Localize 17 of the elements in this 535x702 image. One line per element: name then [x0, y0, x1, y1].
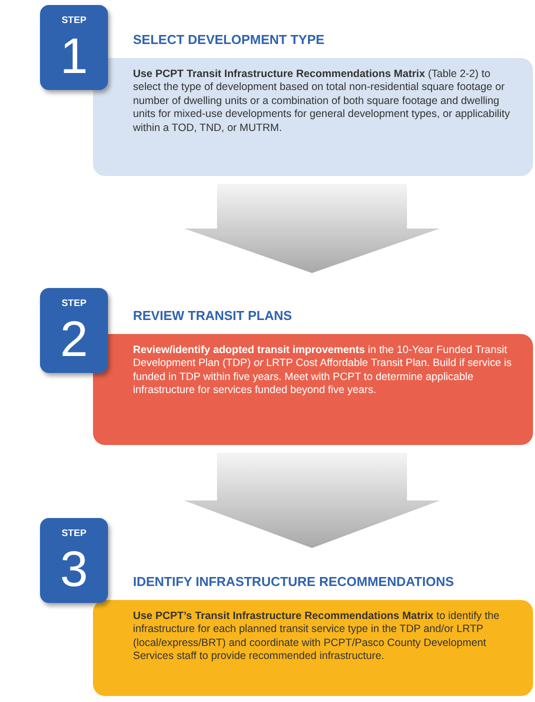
step-description: Use PCPT Transit Infrastructure Recommendations Matrix (Table 2-2) to select the type of development based on total non-residential square footage or number of dwelling units or a combination of both square footage and dwelling units for mixed-use developments for general development types, or applicability within a TOD, TND, or MUTRM.: [133, 68, 511, 136]
block-arrow: [184, 184, 440, 273]
step-number: 1: [59, 29, 89, 83]
block-arrow: [184, 453, 440, 548]
step-badge: [40, 5, 108, 90]
step-badge: [40, 518, 108, 603]
step-label: STEP: [60, 298, 88, 309]
step-description: Review/identify adopted transit improvements in the 10-Year Funded Transit Development Plan (TDP) or LRTP Cost Affordable Transit Plan. Build if service is funded in TDP within five years. Meet with PCPT to determine applicable infrastructure for services funded beyond five years.: [133, 344, 513, 398]
step-description: Use PCPT’s Transit Infrastructure Recommendations Matrix to identify the infrastructure for each planned transit service type in the TDP and/or LRTP (local/express/BRT) and coordinate with PCPT/Pasco County Development Services staff to provide recommended infrastructure.: [133, 610, 500, 664]
step-number: 2: [59, 312, 89, 366]
step-heading: IDENTIFY INFRASTRUCTURE RECOMMENDATIONS: [133, 574, 454, 589]
step-heading: REVIEW TRANSIT PLANS: [133, 308, 292, 323]
step-badge: [40, 288, 108, 373]
step-number: 3: [59, 542, 89, 596]
step-heading: SELECT DEVELOPMENT TYPE: [133, 32, 324, 47]
step-label: STEP: [60, 528, 88, 539]
step-label: STEP: [60, 15, 88, 26]
